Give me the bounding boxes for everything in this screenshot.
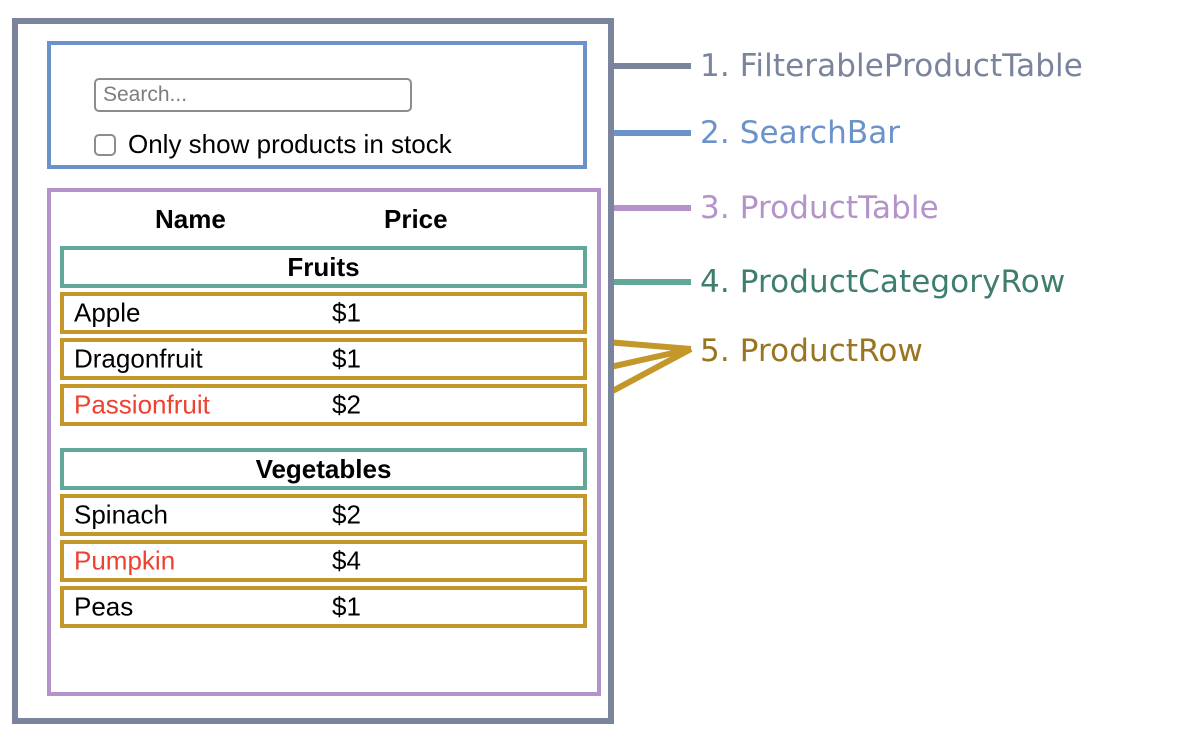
in-stock-checkbox-label: Only show products in stock [128,129,452,159]
legend-label-search-bar: 2. SearchBar [700,115,901,151]
product-name: Dragonfruit [74,343,203,374]
legend-label-product-category-row: 4. ProductCategoryRow [700,264,1066,300]
product-category-label: Vegetables [255,453,392,484]
product-price: $1 [332,343,361,374]
product-table-header: Name Price [51,198,597,240]
in-stock-checkbox-row[interactable]: Only show products in stock [94,129,452,160]
product-table-body: Fruits Apple $1 Dragonfruit $1 Passionfr… [60,246,587,632]
column-header-price: Price [384,203,448,234]
product-row: Pumpkin $4 [60,540,587,582]
product-row: Apple $1 [60,292,587,334]
search-bar-frame: Only show products in stock [47,41,587,169]
product-category-row: Fruits [60,246,587,288]
product-category-label: Fruits [287,251,360,282]
product-row: Spinach $2 [60,494,587,536]
product-category-row: Vegetables [60,448,587,490]
filterable-product-table-frame: Only show products in stock Name Price F… [12,18,614,724]
legend-label-product-row: 5. ProductRow [700,333,923,369]
legend-label-filterable-product-table: 1. FilterableProductTable [700,48,1083,84]
product-price: $2 [332,499,361,530]
search-input[interactable] [94,78,412,112]
product-price: $1 [332,591,361,622]
product-price: $1 [332,297,361,328]
product-name: Passionfruit [74,389,210,420]
checkbox-icon[interactable] [94,133,116,156]
product-price: $2 [332,389,361,420]
product-row: Peas $1 [60,586,587,628]
product-name: Peas [74,591,134,622]
category-spacer [60,430,587,448]
legend-label-product-table: 3. ProductTable [700,190,939,226]
product-name: Pumpkin [74,545,176,576]
column-header-name: Name [155,203,226,234]
product-name: Apple [74,297,141,328]
product-price: $4 [332,545,361,576]
product-table-frame: Name Price Fruits Apple $1 Dragonfruit $… [47,188,601,696]
product-row: Passionfruit $2 [60,384,587,426]
product-row: Dragonfruit $1 [60,338,587,380]
product-name: Spinach [74,499,168,530]
